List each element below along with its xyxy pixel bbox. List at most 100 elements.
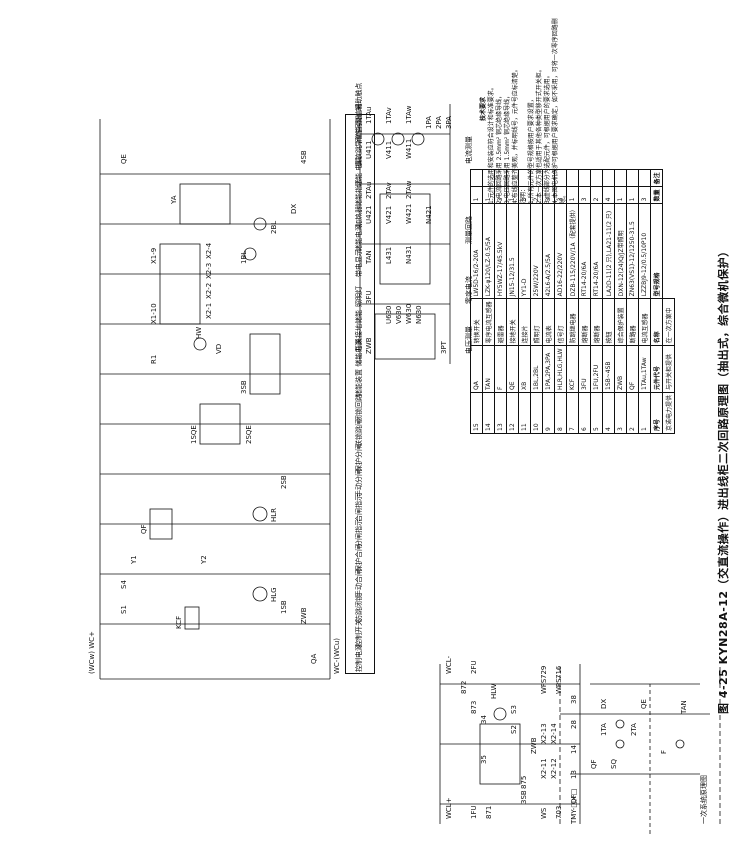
parts-table-cell: 7 xyxy=(566,392,579,434)
parts-table-header-cell: 数量 xyxy=(650,186,663,204)
parts-table-cell: 电流表 xyxy=(542,298,555,346)
parts-table-cell: HLR,HLG,HLW xyxy=(554,345,567,393)
aux-label: 703 xyxy=(555,805,563,819)
device-label: YA xyxy=(170,195,178,204)
parts-table-cell: 避雷器 xyxy=(494,298,507,346)
function-label: 照明灯 xyxy=(355,286,363,307)
current-label: N630 xyxy=(415,305,423,324)
device-label: 1BL xyxy=(240,250,248,264)
parts-table-cell: KCF xyxy=(566,345,579,393)
function-label: 储能电源 xyxy=(355,224,363,252)
aux-label: X2-14 xyxy=(550,723,558,744)
parts-table-cell: 接地开关 xyxy=(506,298,519,346)
aux-label: 871 xyxy=(485,805,493,819)
current-label: 1TAu xyxy=(365,106,373,124)
current-label: TAN xyxy=(365,250,373,264)
device-label: Y1 xyxy=(130,555,138,564)
parts-table-cell: 防跳继电器 xyxy=(566,298,579,346)
parts-table-cell: 42L6-A/2.5/5A xyxy=(542,203,555,299)
device-label: Y2 xyxy=(200,555,208,564)
parts-table-cell: 2 xyxy=(530,186,543,204)
parts-table-cell: HY5WZ-17/45.5kV xyxy=(494,203,507,299)
parts-table-cell xyxy=(494,169,507,187)
primary-sq-label: SQ xyxy=(610,759,618,769)
aux-label: 716 xyxy=(555,665,563,679)
device-label: KCF xyxy=(175,615,183,629)
current-label: 2TAv xyxy=(385,182,393,199)
parts-table-header-cell: 名称 xyxy=(650,298,663,346)
function-label: 分闸指示 xyxy=(355,519,363,547)
parts-table-cell: AD16-22/220V xyxy=(554,203,567,299)
function-label: 开关接地储能 xyxy=(355,310,363,352)
device-label: 1SQE xyxy=(190,425,198,444)
parts-table-cell: 14 xyxy=(482,392,495,434)
aux-label: WFS xyxy=(540,678,548,694)
primary-dx-label: DX xyxy=(600,698,608,709)
function-label: 保护合闸 xyxy=(355,544,363,572)
parts-table-cell: 1 xyxy=(638,392,651,434)
parts-table-cell: 4 xyxy=(602,392,615,434)
function-label: 手动合闸 xyxy=(355,569,363,597)
current-label: V411 xyxy=(385,140,393,159)
aux-label: X2-12 xyxy=(550,758,558,779)
parts-table-cell: 1TAu,1TAw xyxy=(638,345,651,393)
aux-label: 872 xyxy=(460,680,468,694)
current-circuit-lines xyxy=(359,104,451,364)
function-label: 控制开关 xyxy=(355,619,363,647)
parts-table-cell xyxy=(542,169,555,187)
current-label: U411 xyxy=(365,140,373,159)
aux-label: 2FU xyxy=(470,660,478,674)
device-label: HW xyxy=(195,326,203,339)
aux-label: WS xyxy=(540,807,548,819)
parts-table-cell: 1 xyxy=(626,186,639,204)
parts-table-cell: 1SB~4SB xyxy=(602,345,615,393)
primary-qf-label: QF xyxy=(590,759,598,769)
parts-table-cell: 零序电流互感器 xyxy=(482,298,495,346)
primary-diagram-title: 一次系统原理图 xyxy=(700,775,708,824)
current-label: U630 xyxy=(385,305,393,324)
parts-table-cell: LA2D-11(2 只),LA21-11(2 只) xyxy=(602,203,615,299)
parts-table-cell: 3 xyxy=(518,186,531,204)
aux-label: 38 xyxy=(570,695,578,704)
aux-label: QF xyxy=(570,794,578,804)
parts-table-cell: 1 xyxy=(470,186,483,204)
parts-table-cell: 25W/220V xyxy=(530,203,543,299)
parts-table-cell: 2 xyxy=(626,392,639,434)
function-label: 合闸指示 xyxy=(355,494,363,522)
parts-table-cell: 8 xyxy=(554,392,567,434)
current-label: 3FU xyxy=(365,290,373,304)
aux-label: 1FU xyxy=(470,805,478,819)
current-label: W421 xyxy=(405,203,413,224)
parts-table-cell: 连接片 xyxy=(518,298,531,346)
current-label: 3PT xyxy=(440,341,448,354)
device-label: S1 xyxy=(120,605,128,614)
parts-table-cell xyxy=(578,169,591,187)
control-bus-top: (WCw) WC+ xyxy=(88,631,96,674)
aux-label: 873 xyxy=(470,700,478,714)
current-label: N431 xyxy=(405,245,413,264)
current-label: ZWB xyxy=(365,337,373,354)
aux-label: WCL+ xyxy=(445,797,453,819)
terminal-label: X1-9 xyxy=(150,247,158,264)
parts-table-cell: DXN-12(24)Q/JZ带照明 xyxy=(614,203,627,299)
parts-table-cell: 1 xyxy=(506,186,519,204)
parts-table-cell: 5 xyxy=(590,392,603,434)
parts-table-notes: 京诺电力提供与开关柜提供在一次方案中 xyxy=(662,170,675,434)
function-label: 保护分闸 xyxy=(355,444,363,472)
aux-label: WCL- xyxy=(445,655,453,674)
parts-table-cell: 3 xyxy=(614,392,627,434)
primary-1ta-label: 1TA xyxy=(600,723,608,736)
parts-table-cell: 3 xyxy=(494,186,507,204)
aux-label: S2 xyxy=(510,725,518,734)
parts-table-header-cell: 型号规格 xyxy=(650,203,663,299)
terminal-label: X2-4 xyxy=(205,242,213,259)
aux-label: S3 xyxy=(510,705,518,714)
parts-table-cell: 1FU,2FU xyxy=(590,345,603,393)
